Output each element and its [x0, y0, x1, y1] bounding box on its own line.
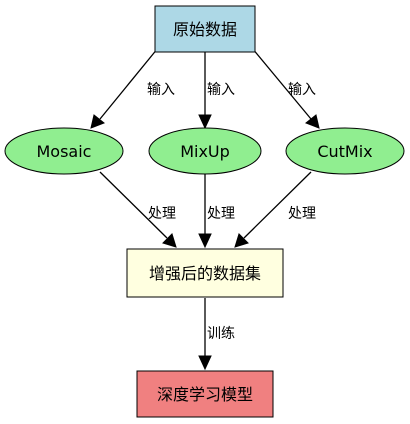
- node-mixup-label: MixUp: [180, 142, 230, 161]
- edge-mixup-to-augmented: 处理: [198, 174, 235, 249]
- edge-label-process-mosaic: 处理: [148, 206, 176, 222]
- edge-raw-to-mosaic: 输入: [90, 47, 175, 129]
- edge-label-train: 训练: [207, 326, 235, 342]
- node-raw-data-box: [154, 5, 256, 53]
- node-deep-model-label: 深度学习模型: [157, 385, 253, 404]
- node-mixup-ellipse: [148, 127, 262, 175]
- edge-augmented-to-model: 训练: [198, 298, 235, 371]
- node-raw-data-label: 原始数据: [173, 20, 237, 39]
- node-augmented-dataset-label: 增强后的数据集: [149, 264, 261, 283]
- node-raw-data: 原始数据: [154, 5, 256, 53]
- edge-raw-to-cutmix: 输入: [251, 47, 320, 129]
- node-mosaic-label: Mosaic: [37, 142, 92, 161]
- node-deep-model: 深度学习模型: [136, 370, 274, 418]
- node-mosaic: Mosaic: [4, 127, 124, 175]
- node-cutmix: CutMix: [285, 127, 405, 175]
- node-deep-model-box: [136, 370, 274, 418]
- edge-label-input-mosaic: 输入: [147, 82, 175, 98]
- node-cutmix-ellipse: [285, 127, 405, 175]
- node-mosaic-ellipse: [4, 127, 124, 175]
- edge-label-input-mixup: 输入: [207, 82, 235, 98]
- edge-label-process-cutmix: 处理: [288, 206, 316, 222]
- node-cutmix-label: CutMix: [317, 142, 372, 161]
- edge-label-process-mixup: 处理: [207, 206, 235, 222]
- edge-raw-to-mixup: 输入: [198, 52, 235, 130]
- edge-label-input-cutmix: 输入: [288, 82, 316, 98]
- node-mixup: MixUp: [148, 127, 262, 175]
- node-augmented-dataset-box: [126, 248, 284, 298]
- edge-mosaic-to-augmented: 处理: [99, 171, 177, 248]
- edge-cutmix-to-augmented: 处理: [234, 171, 316, 248]
- node-augmented-dataset: 增强后的数据集: [126, 248, 284, 298]
